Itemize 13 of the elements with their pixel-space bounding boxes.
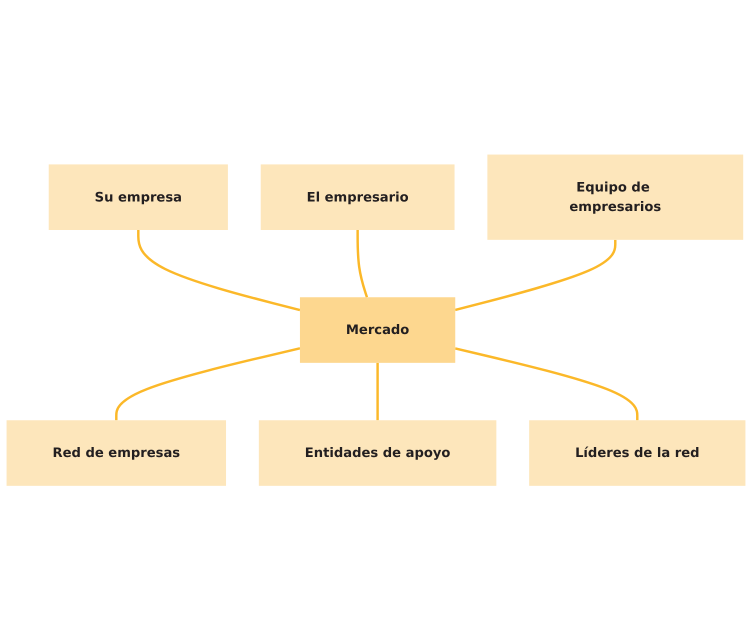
node-box: Red de empresas xyxy=(6,420,226,486)
node-box: Equipo de empresarios xyxy=(487,154,744,240)
node-box: Entidades de apoyo xyxy=(258,420,496,486)
node-box: Su empresa xyxy=(48,164,228,230)
connector xyxy=(356,230,368,298)
connector xyxy=(115,346,300,420)
connector xyxy=(454,347,639,420)
connector xyxy=(376,362,379,420)
node-box: Mercado xyxy=(300,297,456,363)
node-box: El empresario xyxy=(260,164,455,230)
connector xyxy=(454,240,616,311)
node-box: Líderes de la red xyxy=(529,420,746,486)
connector xyxy=(137,230,300,312)
